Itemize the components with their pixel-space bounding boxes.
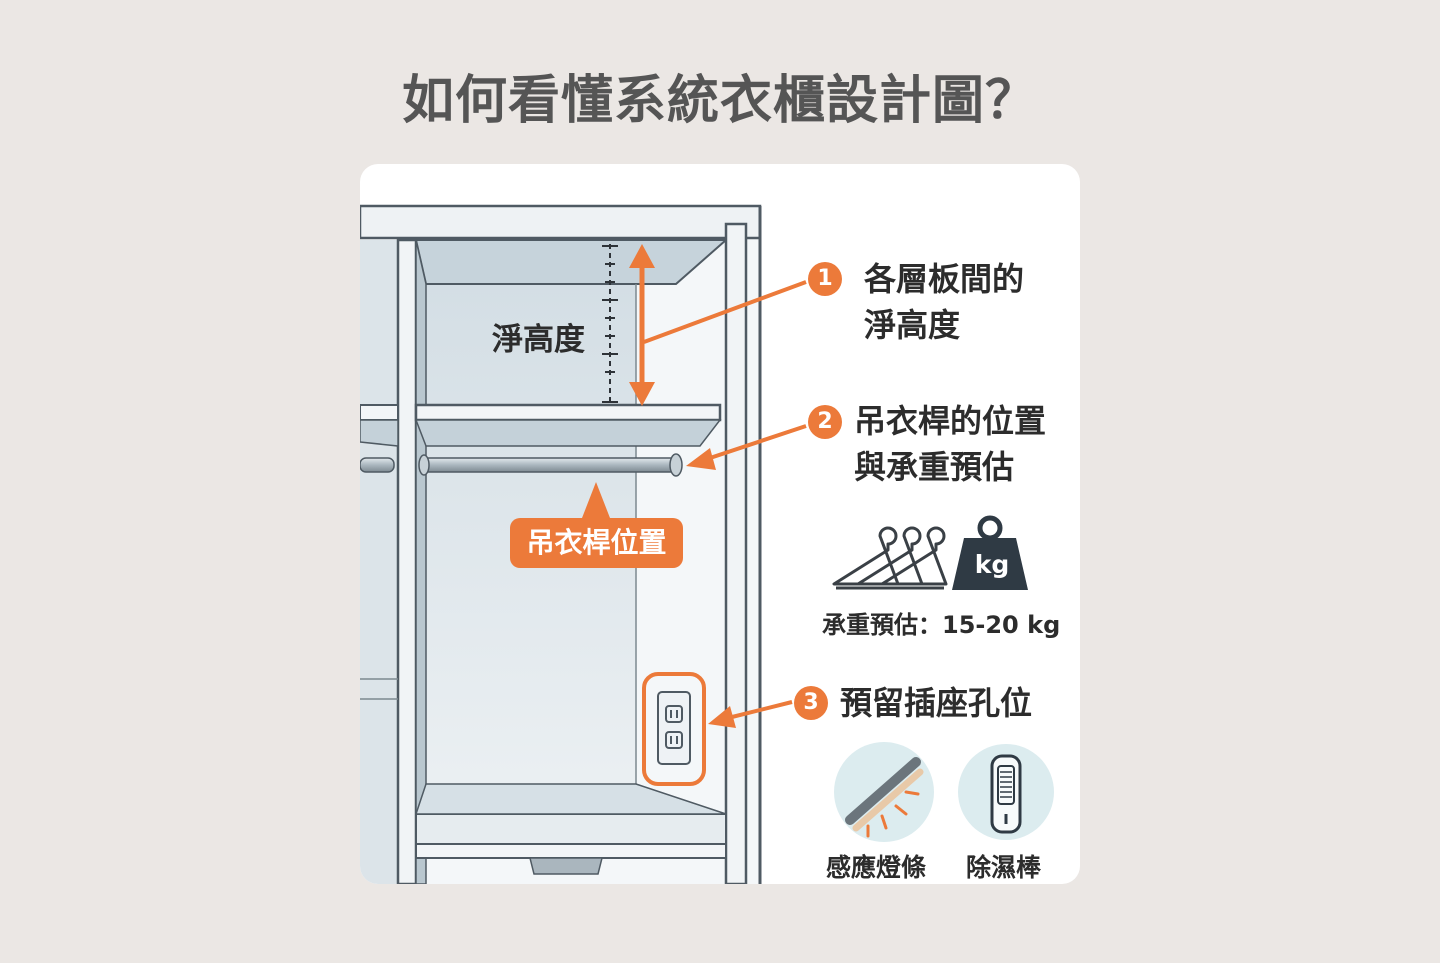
callout-2-line1: 吊衣桿的位置: [854, 402, 1047, 440]
left-shelf: [360, 404, 399, 421]
load-estimate: 承重預估：15-20 kg: [822, 611, 1061, 639]
middle-shelf-underside: [414, 419, 722, 447]
callout-3-number: 3: [794, 686, 828, 720]
rod-position-tag: 吊衣桿位置: [510, 518, 683, 568]
rod-bracket-right: [669, 453, 683, 477]
bottom-shelf-front: [415, 843, 727, 859]
rod-tag-pointer: [582, 482, 610, 518]
rod-bracket-left: [418, 454, 430, 476]
callout-2-number: 2: [808, 405, 842, 439]
callout-1-line2: 淨高度: [864, 306, 961, 344]
top-shelf-underside: [414, 239, 729, 285]
callout-2-leader: [703, 424, 807, 462]
ruler-ticks: [602, 245, 618, 403]
drawer-handle: [529, 857, 603, 875]
middle-shelf: [414, 403, 722, 422]
arrow-head-up: [629, 244, 655, 268]
callout-1-line1: 各層板間的: [864, 260, 1025, 298]
dehumidifier-icon: [958, 744, 1054, 840]
page-title: 如何看懂系統衣櫃設計圖？: [401, 71, 1038, 131]
callout-3-arrow-head: [708, 706, 736, 728]
callout-2-line2: 與承重預估: [854, 448, 1015, 486]
middle-divider: [396, 238, 418, 884]
wardrobe-diagram: 淨高度 吊衣桿位置 1 各層板間的 淨高度 2 吊衣桿的位置 與承重預估 kg …: [360, 164, 1080, 884]
right-side-panel: [724, 222, 748, 884]
weight-icon-label: kg: [974, 550, 1010, 579]
light-strip-icon: [834, 742, 934, 842]
arrow-head-down: [629, 382, 655, 406]
dehumidifier-label: 除濕棒: [966, 853, 1042, 882]
outlet-highlight: [642, 672, 706, 786]
outlet-socket-top: [665, 705, 683, 723]
callout-1-leader: [643, 280, 807, 344]
left-shelf-underside: [360, 419, 399, 447]
left-hanging-rod: [360, 457, 395, 473]
outlet-socket-bottom: [665, 731, 683, 749]
weight-icon: [952, 515, 1028, 590]
bottom-shelf-top: [414, 783, 727, 815]
callout-3-line1: 預留插座孔位: [840, 684, 1033, 722]
hangers-icon: [832, 526, 948, 586]
light-strip-label: 感應燈條: [826, 853, 927, 882]
divider-inner-face: [415, 239, 427, 884]
left-compartment: [360, 240, 398, 884]
hanging-rod: [419, 457, 679, 473]
top-panel: [360, 204, 762, 240]
bottom-shelf: [415, 813, 727, 845]
power-outlet-icon: [657, 691, 691, 765]
callout-2-arrow-head: [686, 448, 716, 470]
callout-1-number: 1: [808, 262, 842, 296]
callout-3-leader: [727, 700, 793, 720]
clear-height-label: 淨高度: [492, 322, 585, 358]
